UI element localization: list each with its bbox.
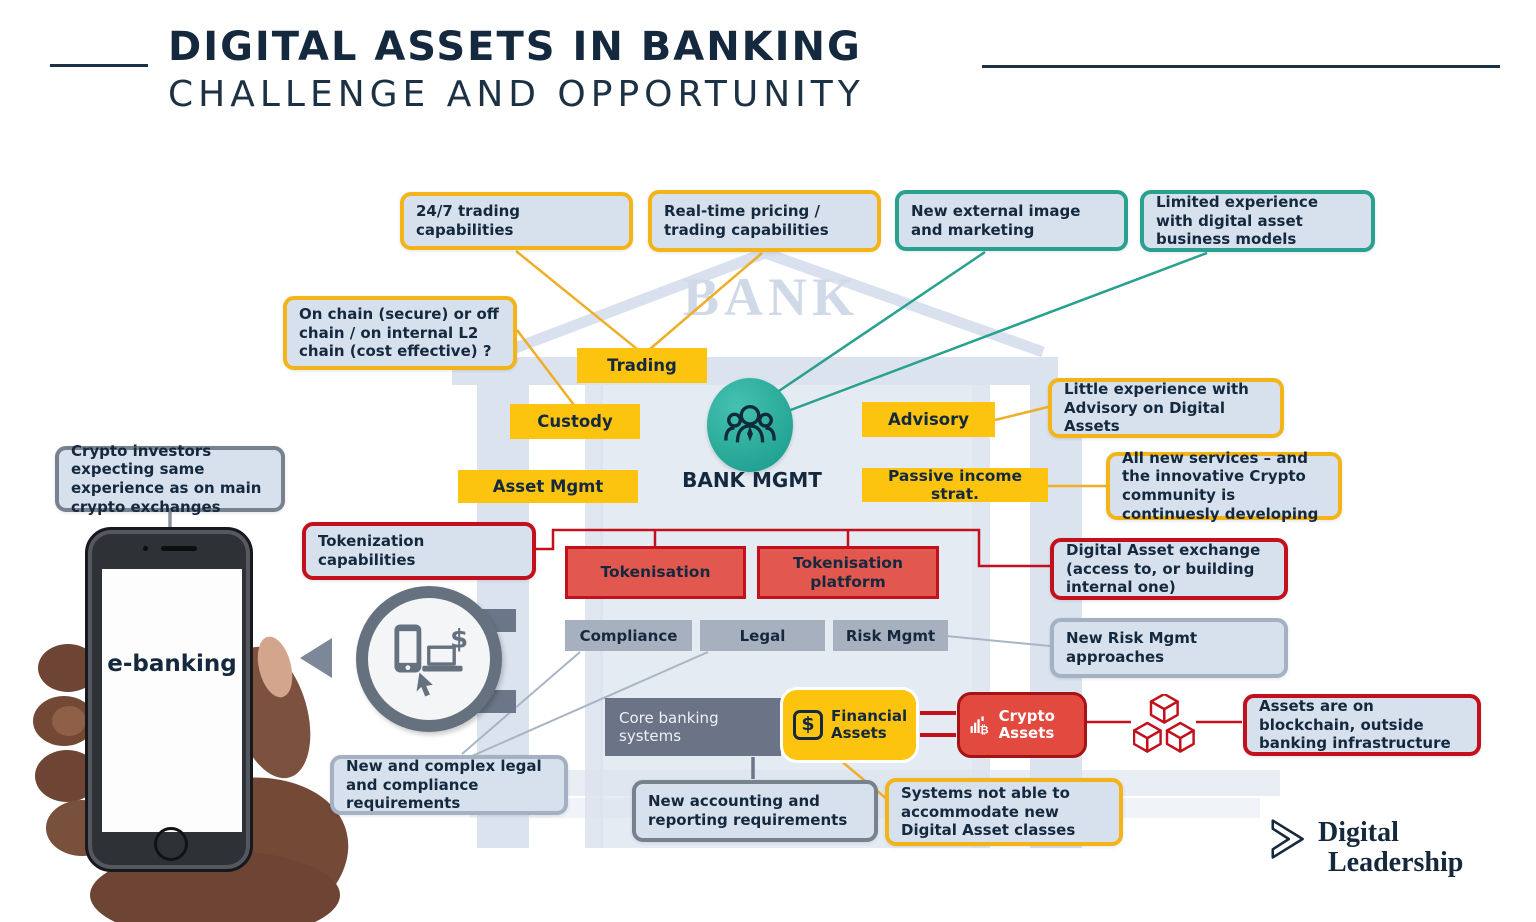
callout-crypto-investors: Crypto investors expecting same experien… [55,442,285,516]
callout-crypto-investors-text: Crypto investors expecting same experien… [71,441,262,516]
callout-tokenization-capabilities: Tokenization capabilities [302,522,536,580]
line-onchain-to-custody [516,329,575,406]
left-arrow-icon [300,638,332,678]
service-passive-income: Passive income strat. [862,467,1048,503]
callout-assets-blockchain-text: Assets are on blockchain, outside bankin… [1259,696,1451,753]
service-trading-label: Trading [607,356,677,375]
callout-limited-experience: Limited experience with digital asset bu… [1140,190,1375,252]
service-advisory-label: Advisory [887,410,970,429]
smartphone: e-banking [85,527,253,872]
people-icon [724,404,776,443]
callout-advisory-experience-text: Little experience with Advisory on Digit… [1064,379,1249,436]
box-compliance-label: Compliance [579,626,678,645]
callout-digital-asset-exchange-text: Digital Asset exchange (access to, or bu… [1066,540,1261,597]
callout-limited-experience-text: Limited experience with digital asset bu… [1156,192,1318,249]
crypto-bars-icon: ₿ [970,716,989,737]
phone-speaker [161,546,197,551]
callout-new-risk-mgmt-text: New Risk Mgmt approaches [1066,629,1198,666]
line-riskmgmt-to-callout [945,635,1051,647]
box-core-banking: Core banking systems [605,698,781,756]
callout-legal-compliance: New and complex legal and compliance req… [330,755,568,815]
box-legal: Legal [700,620,825,651]
phone-camera-dot [143,546,148,551]
callout-new-services-text: All new services – and the innovative Cr… [1122,448,1319,523]
service-trading: Trading [577,348,707,383]
line-advisory-to-callout [994,405,1049,422]
digital-channels-circle: $ [356,586,502,732]
logo-wordmark: Digital Leadership [1318,817,1464,879]
line-limited-to-mgmt [779,251,1208,416]
callout-new-services: All new services – and the innovative Cr… [1106,449,1342,523]
box-compliance: Compliance [565,620,692,651]
service-passive-income-label: Passive income strat. [887,467,1023,503]
box-tokenisation-platform: Tokenisation platform [757,546,939,599]
callout-external-image-text: New external image and marketing [911,201,1081,239]
callout-accounting-text: New accounting and reporting requirement… [648,792,848,829]
callout-accounting: New accounting and reporting requirement… [632,780,878,842]
service-asset-mgmt: Asset Mgmt [458,470,638,503]
callout-realtime-pricing-text: Real-time pricing / trading capabilities [664,202,829,239]
box-core-banking-label: Core banking systems [619,709,719,745]
blockchain-cubes-icon [1133,694,1195,753]
line-external-to-mgmt [769,250,986,399]
svg-text:$: $ [450,624,468,654]
box-tokenisation-label: Tokenisation [600,563,711,582]
ebanking-label: e-banking [107,651,237,677]
service-custody-label: Custody [537,412,613,431]
callout-systems-not-able-text: Systems not able to accommodate new Digi… [901,783,1076,840]
service-custody: Custody [510,404,640,439]
title-dash-left [50,64,148,67]
box-tokenisation: Tokenisation [565,546,746,599]
callout-on-chain-text: On chain (secure) or off chain / on inte… [299,304,499,361]
callout-247-trading-text: 24/7 trading capabilities [416,202,520,239]
dollar-square-icon: $ [793,710,823,740]
box-crypto-assets: ₿ Crypto Assets [957,692,1087,758]
callout-systems-not-able: Systems not able to accommodate new Digi… [885,778,1123,846]
service-advisory: Advisory [862,402,995,437]
box-crypto-assets-label: Crypto Assets [998,706,1055,742]
page-subtitle: CHALLENGE AND OPPORTUNITY [168,74,865,115]
service-asset-mgmt-label: Asset Mgmt [492,477,604,496]
callout-external-image: New external image and marketing [895,190,1128,251]
line-realtime-to-trading [649,252,763,350]
box-risk-mgmt-label: Risk Mgmt [845,626,936,645]
box-risk-mgmt: Risk Mgmt [833,620,948,651]
phone-screen: e-banking [102,569,242,832]
callout-tokenization-capabilities-text: Tokenization capabilities [318,532,425,569]
logo-line1: Digital [1318,817,1399,848]
bank-mgmt-circle [707,378,793,472]
box-financial-assets: $ Financial Assets [783,690,916,760]
line-legal-callout-1 [461,651,581,755]
callout-on-chain: On chain (secure) or off chain / on inte… [283,296,517,370]
page-title: DIGITAL ASSETS IN BANKING [168,24,862,70]
box-tokenisation-platform-label: Tokenisation platform [792,553,903,591]
logo-chevron-icon [1271,819,1304,859]
line-legal-callout-2 [471,651,709,757]
logo-line2: Leadership [1328,847,1464,879]
hand-knuckle-highlight [52,706,86,736]
callout-realtime-pricing: Real-time pricing / trading capabilities [648,190,881,252]
box-legal-label: Legal [739,626,786,645]
bank-mgmt-label: BANK MGMT [682,468,822,492]
callout-advisory-experience: Little experience with Advisory on Digit… [1048,378,1284,438]
box-financial-assets-label: Financial Assets [831,706,908,742]
callout-247-trading: 24/7 trading capabilities [400,192,633,250]
svg-text:₿: ₿ [980,724,989,737]
phone-home-button [154,827,188,861]
callout-legal-compliance-text: New and complex legal and compliance req… [346,756,542,813]
callout-new-risk-mgmt: New Risk Mgmt approaches [1050,618,1288,678]
line-247-to-trading [515,250,638,350]
callout-assets-blockchain: Assets are on blockchain, outside bankin… [1243,694,1481,756]
line-tokenization-connector [536,528,1050,568]
devices-icon: $ [394,624,468,697]
callout-digital-asset-exchange: Digital Asset exchange (access to, or bu… [1050,538,1288,600]
title-line-right [982,65,1500,68]
